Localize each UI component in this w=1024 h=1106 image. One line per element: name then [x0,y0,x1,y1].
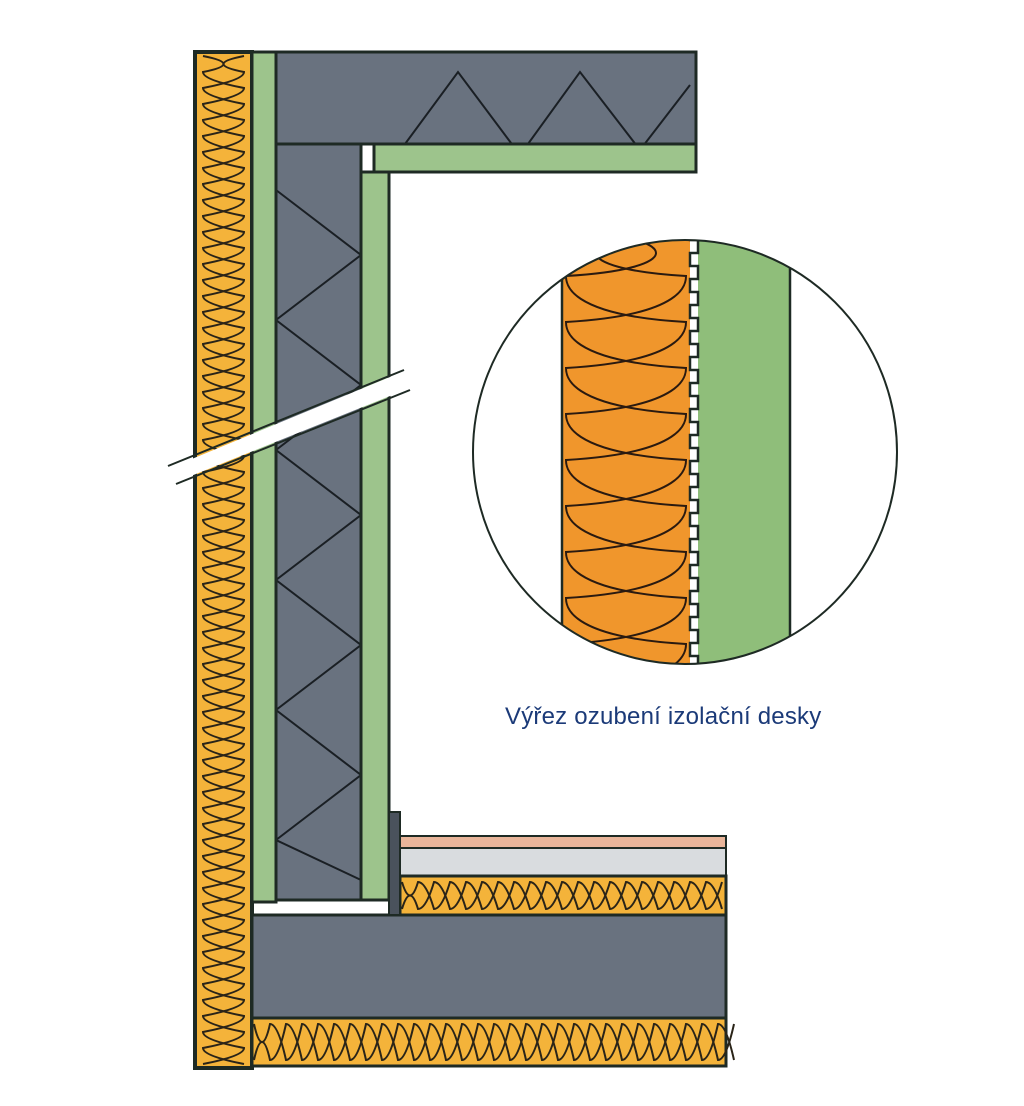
floor-finish-layer [399,835,727,849]
detail-green-board [698,240,790,664]
floor-insulation-pattern [401,880,723,911]
insulation-wave [401,880,723,911]
detail-insulation-pattern [564,240,688,664]
outer-green-board [250,50,278,904]
top-ceiling-slab [274,50,698,174]
ceiling-green-board [372,142,698,174]
insulation-wave [253,1022,735,1062]
ceiling-zigzag-lines [404,70,691,157]
edge-strip [388,811,401,916]
insulation-wave [201,55,246,1065]
left-insulation [193,50,254,1070]
left-insulation-pattern [201,55,246,1065]
insulation-wave [253,1022,735,1062]
detail-magnifier [472,239,898,665]
insulation-lobe-line [564,240,688,664]
detail-teeth-profile [688,240,700,664]
detail-caption: Výřez ozubení izolační desky [505,703,822,730]
bottom-insulation-pattern [253,1022,735,1062]
floor-buildup [388,811,728,917]
insulation-wave [201,55,246,1065]
wall-zigzag-lines [274,189,363,881]
bottom-floor-slab [250,913,735,1068]
floor-screed-layer [399,847,727,877]
tooth-edge [688,240,700,664]
break-line [167,369,411,485]
inner-green-board [359,170,391,902]
insulation-lobe-line [564,240,688,664]
detail-insulation-board [562,240,690,664]
vertical-concrete-wall [274,50,363,902]
